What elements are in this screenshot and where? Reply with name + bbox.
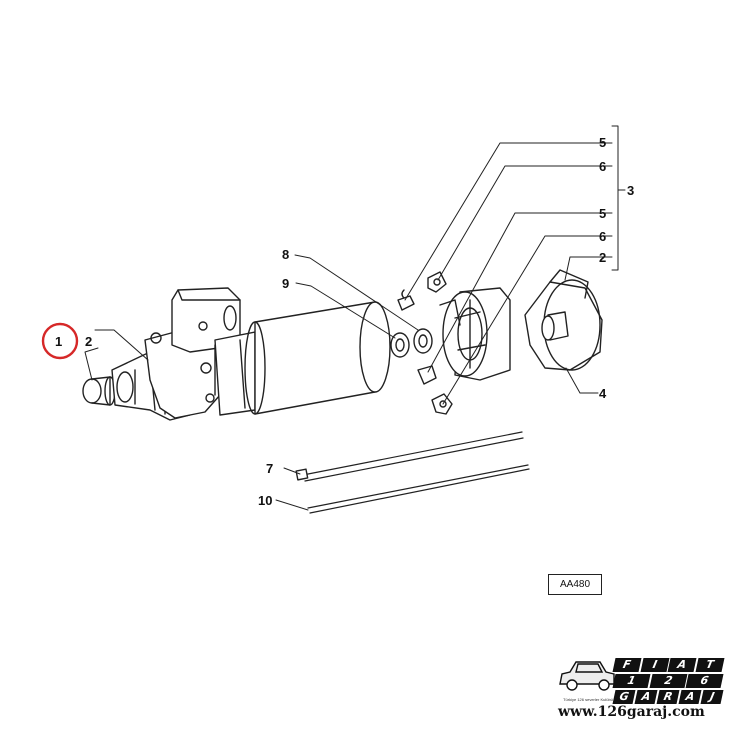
- brush-spring-5-lower: [417, 365, 437, 385]
- callout-4: 4: [599, 386, 607, 401]
- brush-holder-plate: [439, 287, 511, 381]
- callout-6-lower: 6: [599, 229, 606, 244]
- callout-2-pinion: 2: [85, 334, 92, 349]
- car-icon: [559, 661, 615, 691]
- through-bolt-10: [307, 464, 530, 514]
- drive-pinion-part: [82, 376, 116, 406]
- washer-9: [390, 332, 410, 358]
- callout-6-upper: 6: [599, 159, 606, 174]
- callout-5-upper: 5: [599, 135, 606, 150]
- callout-1: 1: [55, 334, 62, 349]
- brush-6-lower: [431, 393, 453, 415]
- callout-5-lower: 5: [599, 206, 606, 221]
- callout-10: 10: [258, 493, 272, 508]
- end-cap-part: [524, 269, 603, 371]
- callout-7: 7: [266, 461, 273, 476]
- brush-spring-5-upper: [397, 289, 415, 311]
- starter-motor-assembly: [111, 287, 256, 421]
- callout-2-endcap: 2: [599, 250, 606, 265]
- callout-3: 3: [627, 183, 634, 198]
- brush-6-upper: [427, 271, 447, 293]
- washer-8: [413, 328, 433, 354]
- website-link[interactable]: www.126garaj.com: [558, 704, 705, 720]
- yoke-housing: [244, 301, 391, 415]
- highlight-circle: [41, 322, 79, 360]
- callout-8: 8: [282, 247, 289, 262]
- through-bolt-7: [295, 431, 524, 482]
- logo-tagline: Türkiye 126 severler Kulübü: [563, 697, 613, 702]
- reference-code-box: AA480: [548, 574, 602, 595]
- callout-9: 9: [282, 276, 289, 291]
